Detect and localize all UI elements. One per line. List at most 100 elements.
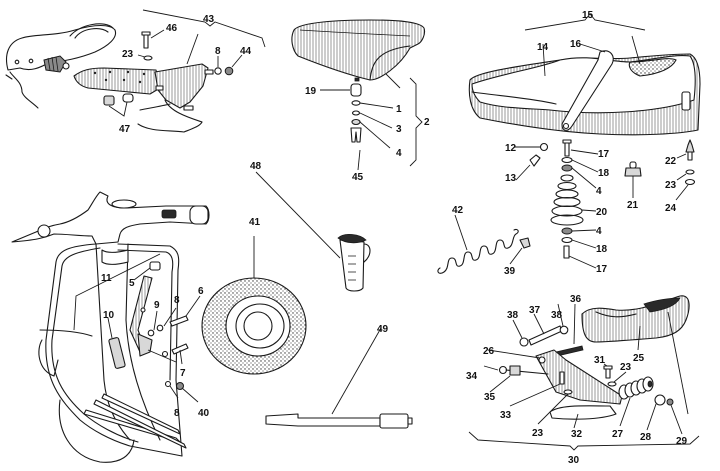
nut-4b-icon <box>561 164 573 172</box>
label-31: 31 <box>594 355 606 366</box>
label-10: 10 <box>103 310 115 321</box>
washer-23-icon <box>143 55 153 61</box>
label-33: 33 <box>500 410 512 421</box>
label-15: 15 <box>582 10 594 21</box>
label-8: 8 <box>174 408 180 419</box>
seat-strap-16 <box>561 50 614 131</box>
label-20: 20 <box>596 207 608 218</box>
label-17: 17 <box>598 149 610 160</box>
stud-22-icon <box>685 139 695 153</box>
carrier-platform <box>73 67 161 95</box>
bellow-spring <box>43 55 67 73</box>
label-30: 30 <box>568 455 580 466</box>
label-1: 1 <box>396 104 402 115</box>
block-35-icon <box>509 365 521 376</box>
knob-21-icon <box>624 167 642 177</box>
handlebar <box>11 191 210 245</box>
part-number-labels: 43 46 23 8 44 47 15 14 16 19 1 3 4 2 45 … <box>101 10 688 466</box>
label-44: 44 <box>240 46 252 57</box>
label-29: 29 <box>676 436 688 447</box>
screw-6-icon <box>169 315 189 327</box>
saddle-cushion <box>291 19 426 81</box>
clip-5-icon <box>149 261 161 271</box>
bolt-17a-icon <box>564 141 570 157</box>
label-36: 36 <box>570 294 582 305</box>
washer-23b-icon <box>685 169 695 175</box>
label-18: 18 <box>596 244 608 255</box>
washer-9-icon <box>147 329 155 337</box>
bolt-33-icon <box>559 371 565 385</box>
return-spring-27 <box>618 376 654 400</box>
leg-shield-outer <box>45 243 183 457</box>
label-28: 28 <box>640 432 652 443</box>
bolt-46-icon <box>143 33 149 49</box>
label-8: 8 <box>174 295 180 306</box>
tension-spring-42 <box>437 228 519 274</box>
label-5: 5 <box>129 278 135 289</box>
label-43: 43 <box>203 14 215 25</box>
label-6: 6 <box>198 286 204 297</box>
footrest-bracket <box>535 349 623 405</box>
plate-32-icon <box>549 405 617 420</box>
label-35: 35 <box>484 392 496 403</box>
label-23: 23 <box>122 49 134 60</box>
label-7: 7 <box>180 368 186 379</box>
spacer-47b-icon <box>122 93 134 103</box>
label-4: 4 <box>596 226 602 237</box>
carrier-bracket <box>154 63 209 109</box>
label-17: 17 <box>596 264 608 275</box>
spacer-47a-icon <box>103 95 115 106</box>
nut-40-icon <box>176 382 184 390</box>
label-41: 41 <box>249 217 261 228</box>
nut-4c-icon <box>561 227 573 235</box>
saddle-handle <box>69 23 114 37</box>
oil-measuring-jug-48 <box>255 171 371 292</box>
washer-8c-icon <box>164 380 172 388</box>
washer-3-icon <box>351 110 361 116</box>
washer-18a-icon <box>561 156 573 164</box>
label-16: 16 <box>570 39 582 50</box>
label-46: 46 <box>166 23 178 34</box>
badge-10 <box>108 337 126 369</box>
seat-textured-patch <box>628 58 677 77</box>
label-42: 42 <box>452 205 464 216</box>
label-37: 37 <box>529 305 541 316</box>
front-shield-assembly <box>11 191 210 463</box>
right-grip <box>189 205 209 225</box>
washer-23c-icon <box>563 389 573 395</box>
washer-12-icon <box>539 142 549 152</box>
washer-8-icon <box>214 67 222 75</box>
pillion-carrier-assembly <box>5 9 266 133</box>
label-12: 12 <box>505 143 517 154</box>
label-32: 32 <box>571 429 583 440</box>
washer-38b-icon <box>559 325 569 335</box>
nut-29-icon <box>666 398 674 406</box>
label-49: 49 <box>377 324 389 335</box>
clip-45-icon <box>350 127 362 143</box>
label-3: 3 <box>396 124 402 135</box>
single-saddle-assembly <box>291 19 426 171</box>
washer-23d-icon <box>607 381 617 387</box>
label-26: 26 <box>483 346 495 357</box>
left-grip <box>37 224 51 238</box>
light-switch-icon <box>161 209 177 219</box>
coil-spring-20 <box>550 174 584 226</box>
label-22: 22 <box>665 156 677 167</box>
washer-24-icon <box>684 178 696 186</box>
label-48: 48 <box>250 161 262 172</box>
label-13: 13 <box>505 173 517 184</box>
stud-13-icon <box>529 154 541 167</box>
label-4: 4 <box>596 186 602 197</box>
washer-18b-icon <box>561 236 573 244</box>
label-2: 2 <box>424 117 430 128</box>
label-23: 23 <box>665 180 677 191</box>
ring-28-icon <box>654 394 666 406</box>
washer-8b-icon <box>156 324 164 332</box>
washer-1-icon <box>351 100 361 106</box>
dual-seat-assembly <box>437 13 701 274</box>
label-19: 19 <box>305 86 317 97</box>
label-25: 25 <box>633 353 645 364</box>
label-38: 38 <box>507 310 519 321</box>
label-21: 21 <box>627 200 639 211</box>
